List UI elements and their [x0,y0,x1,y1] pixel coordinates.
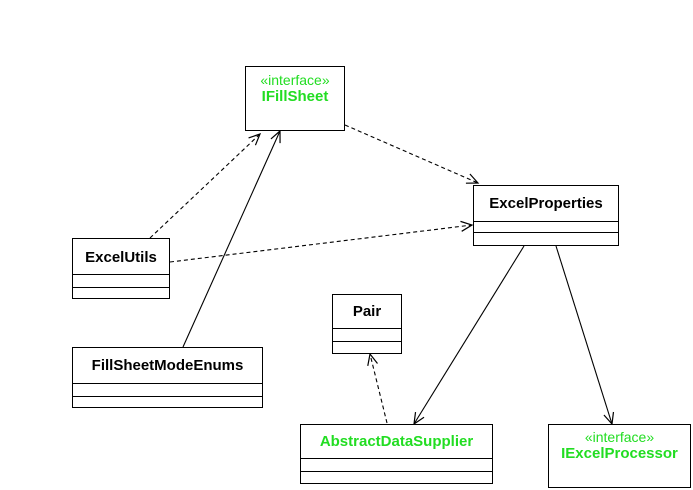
class-excelproperties[interactable]: ExcelProperties [473,185,619,246]
class-excelutils[interactable]: ExcelUtils [72,238,170,299]
fillsheetmodeenums-attributes [73,383,262,396]
iexcelprocessor-name: IExcelProcessor [561,445,678,462]
excelutils-attributes [73,274,169,287]
excelproperties-name: ExcelProperties [489,195,603,212]
iexcelprocessor-stereotype: «interface» [584,429,655,445]
class-fillsheetmodeenums[interactable]: FillSheetModeEnums [72,347,263,408]
dependency-abstractdatasupplier-to-pair [367,352,388,424]
class-iexcelprocessor[interactable]: «interface» IExcelProcessor [548,424,691,488]
excelproperties-attributes [474,221,618,232]
abstractdatasupplier-attributes [301,458,492,471]
association-excelproperties-to-iexcelprocessor [555,245,615,426]
pair-name: Pair [352,303,382,320]
abstractdatasupplier-name: AbstractDataSupplier [319,433,474,450]
class-pair[interactable]: Pair [332,294,402,354]
excelproperties-operations [474,232,618,243]
pair-operations [333,341,401,352]
association-excelproperties-to-abstractdatasupplier [413,245,525,426]
class-ifillsheet[interactable]: «interface» IFillSheet [245,66,345,131]
pair-attributes [333,328,401,341]
fillsheetmodeenums-operations [73,396,262,407]
abstractdatasupplier-operations [301,471,492,482]
dependency-ifillsheet-to-excelproperties [344,124,480,184]
ifillsheet-stereotype: «interface» [260,72,330,88]
class-abstractdatasupplier[interactable]: AbstractDataSupplier [300,424,493,484]
fillsheetmodeenums-name: FillSheetModeEnums [91,357,244,374]
dependency-excelutils-to-ifillsheet [149,133,262,239]
excelutils-name: ExcelUtils [85,249,157,266]
dependency-excelutils-to-excelproperties [169,220,474,263]
excelutils-operations [73,287,169,298]
association-fillsheetmodeenums-to-ifillsheet [182,129,281,348]
ifillsheet-name: IFillSheet [261,88,329,105]
